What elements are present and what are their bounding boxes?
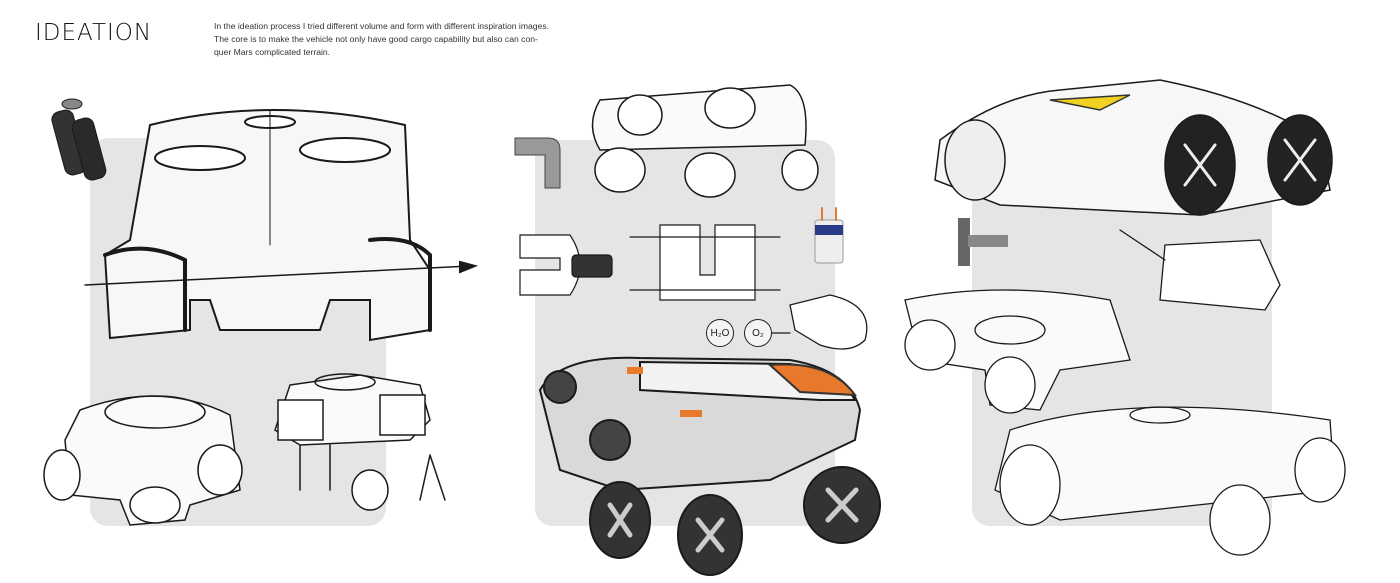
tube-vehicle-sketch-top <box>591 84 819 198</box>
tool-inspiration-image <box>958 218 1008 266</box>
binoculars-image <box>51 98 107 181</box>
description-line: quer Mars complicated terrain. <box>214 47 331 57</box>
cargo-vehicle-sketch-small-1 <box>43 395 243 526</box>
nasa-suitcase-image <box>814 207 844 264</box>
pipe-elbow-image <box>514 137 561 189</box>
u-shape-module-sketch <box>519 224 781 301</box>
rover-sketch-right-middle <box>904 229 1281 414</box>
cargo-vehicle-sketch-small-2 <box>274 373 446 511</box>
rover-sketch-right-bottom <box>994 406 1346 556</box>
rover-sketch-right-top <box>934 79 1333 216</box>
tube-module-sketch <box>769 294 868 350</box>
rover-rendering-main <box>538 356 881 576</box>
water-label-badge: H₂O <box>706 319 734 347</box>
description: In the ideation process I tried differen… <box>214 20 614 59</box>
description-line: In the ideation process I tried differen… <box>214 21 550 31</box>
description-line: The core is to make the vehicle not only… <box>214 34 538 44</box>
oxygen-label-badge: O₂ <box>744 319 772 347</box>
page-title: IDEATION <box>35 20 153 46</box>
cargo-vehicle-sketch-large <box>84 109 479 342</box>
